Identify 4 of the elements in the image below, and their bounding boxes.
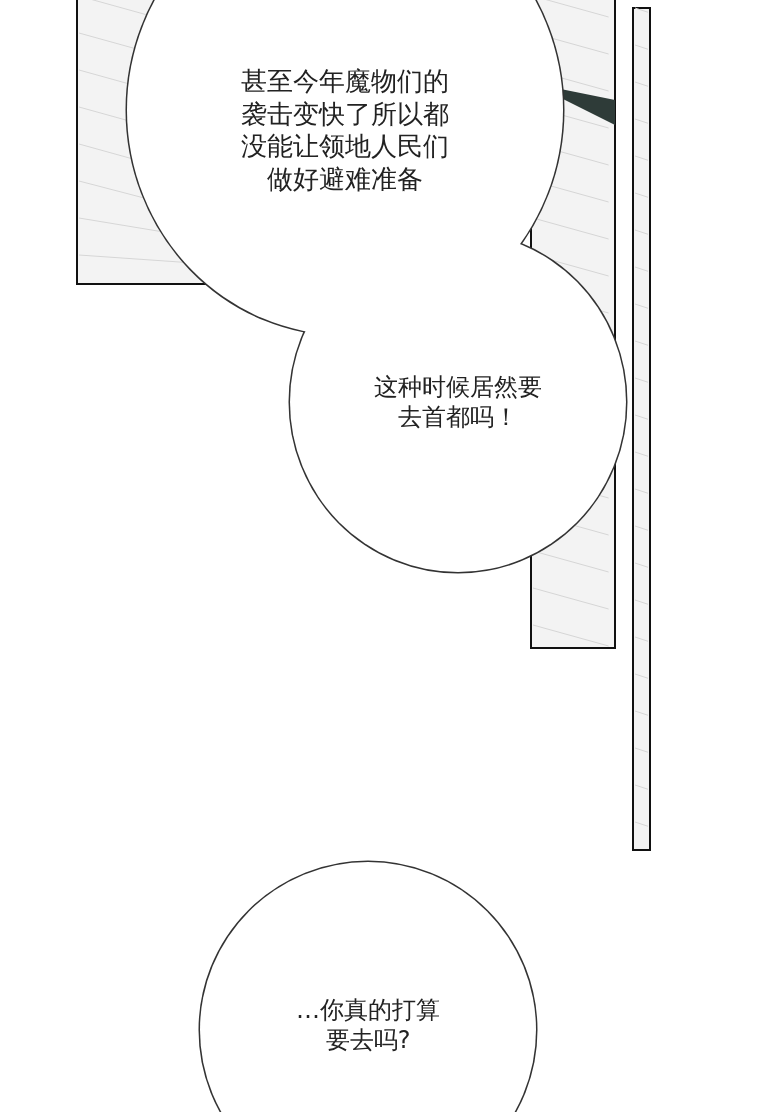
dialogue-text: 甚至今年魔物们的袭击变快了所以都没能让领地人民们做好避难准备 xyxy=(241,65,449,195)
dialogue-text: 这种时候居然要去首都吗！ xyxy=(374,372,542,432)
dialogue-text: …你真的打算要去吗? xyxy=(296,995,440,1055)
speech-bubble xyxy=(200,862,536,1112)
